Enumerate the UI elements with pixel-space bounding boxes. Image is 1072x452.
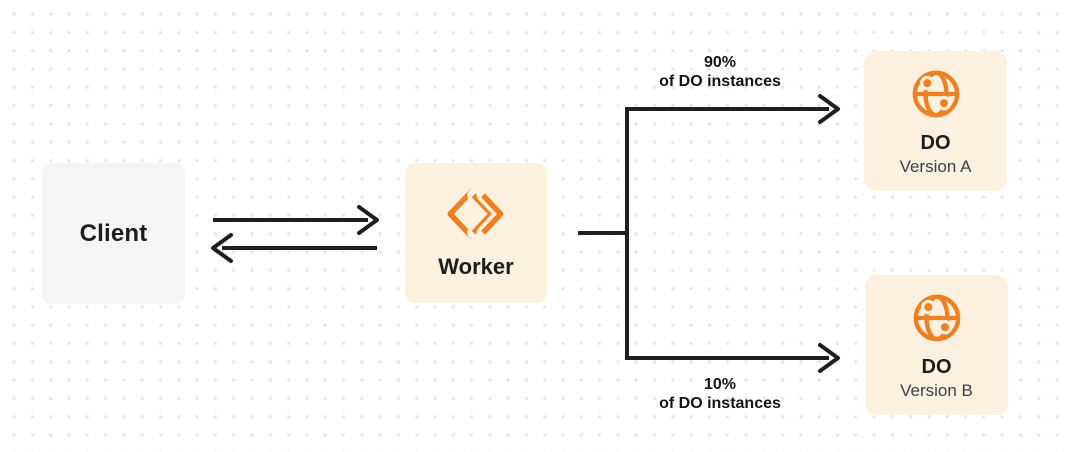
branch-top-label: 90% of DO instances: [610, 53, 830, 91]
do-version-b-node: DO Version B: [865, 275, 1008, 415]
arrowhead-bottom-icon: [818, 343, 840, 373]
do-a-title: DO: [920, 132, 951, 155]
globe-icon: [913, 294, 960, 342]
do-version-a-node: DO Version A: [864, 51, 1007, 191]
branch-bottom-caption: of DO instances: [659, 395, 781, 412]
globe-icon: [912, 70, 959, 118]
workers-double-chevron-icon: [447, 188, 507, 239]
split-connector: [578, 109, 629, 358]
do-b-subtitle: Version B: [900, 381, 973, 401]
branch-top-percent: 90%: [703, 54, 737, 71]
arrowhead-left-icon: [211, 233, 233, 263]
client-node: Client: [42, 163, 185, 304]
arrowhead-top-icon: [818, 94, 840, 124]
do-b-title: DO: [921, 356, 952, 379]
branch-bottom-percent: 10%: [703, 376, 737, 393]
client-label: Client: [79, 219, 148, 247]
worker-node: Worker: [405, 163, 547, 303]
worker-label: Worker: [438, 253, 514, 279]
branch-top-caption: of DO instances: [659, 73, 781, 90]
arrowhead-right-icon: [357, 205, 379, 235]
branch-bottom-label: 10% of DO instances: [610, 375, 830, 413]
do-a-subtitle: Version A: [899, 157, 972, 177]
